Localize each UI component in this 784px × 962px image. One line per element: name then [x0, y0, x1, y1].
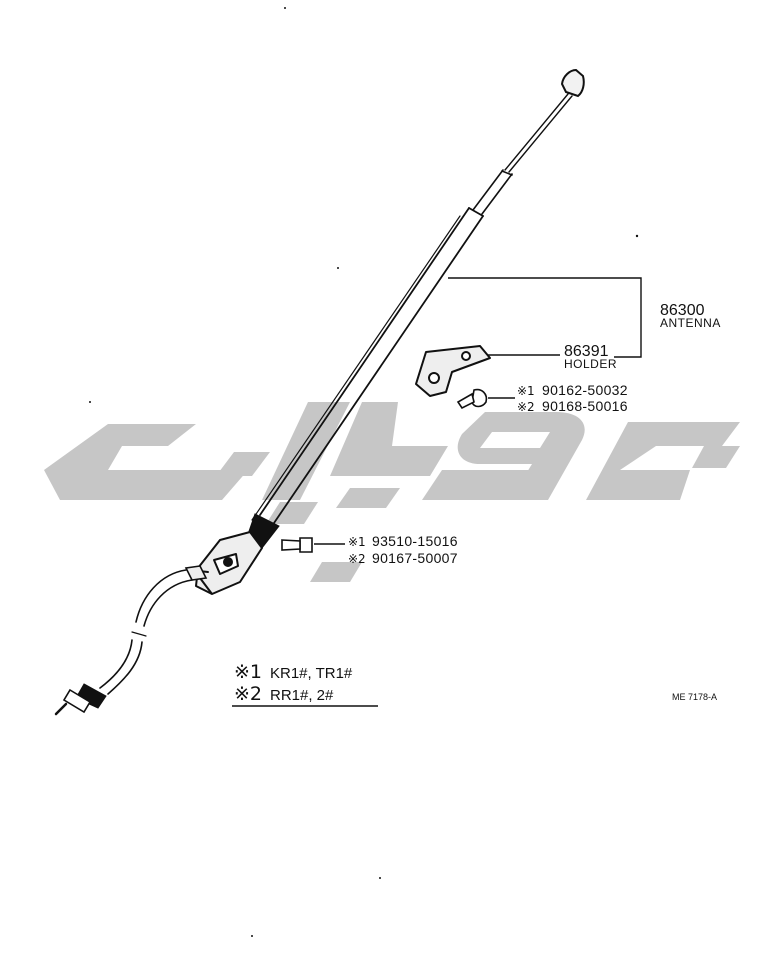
base-bolt-code-2: 90167-50007 [372, 550, 458, 566]
leader-lines [314, 277, 642, 545]
holder-screw-code-2: 90168-50016 [542, 398, 628, 414]
holder-screw [456, 388, 488, 410]
antenna-cable [54, 565, 209, 716]
holder-screw-code-1: 90162-50032 [542, 382, 628, 398]
legend-mark-2: ※2 [234, 683, 262, 705]
holder-screw-mark-1: ※1 [517, 384, 535, 398]
antenna-base [195, 531, 263, 595]
antenna-part-name: ANTENNA [660, 316, 721, 330]
reference-code: ME 7178-A [672, 692, 717, 702]
holder-part-number: 86391 [564, 343, 609, 360]
holder-part-name: HOLDER [564, 357, 617, 371]
base-bolt [281, 537, 313, 553]
antenna-mast [245, 68, 585, 549]
legend-text-2: RR1#, 2# [270, 687, 334, 704]
watermark-logo [44, 402, 740, 582]
antenna-part-number: 86300 [660, 302, 705, 319]
base-bolt-mark-1: ※1 [348, 535, 366, 549]
model-legend: ※1 KR1#, TR1# ※2 RR1#, 2# [232, 661, 378, 707]
base-bolt-mark-2: ※2 [348, 552, 366, 566]
holder-bracket [415, 345, 491, 397]
legend-text-1: KR1#, TR1# [270, 665, 353, 682]
scan-specks [89, 7, 639, 937]
legend-mark-1: ※1 [234, 661, 262, 683]
holder-screw-mark-2: ※2 [517, 400, 535, 414]
base-bolt-code-1: 93510-15016 [372, 533, 458, 549]
